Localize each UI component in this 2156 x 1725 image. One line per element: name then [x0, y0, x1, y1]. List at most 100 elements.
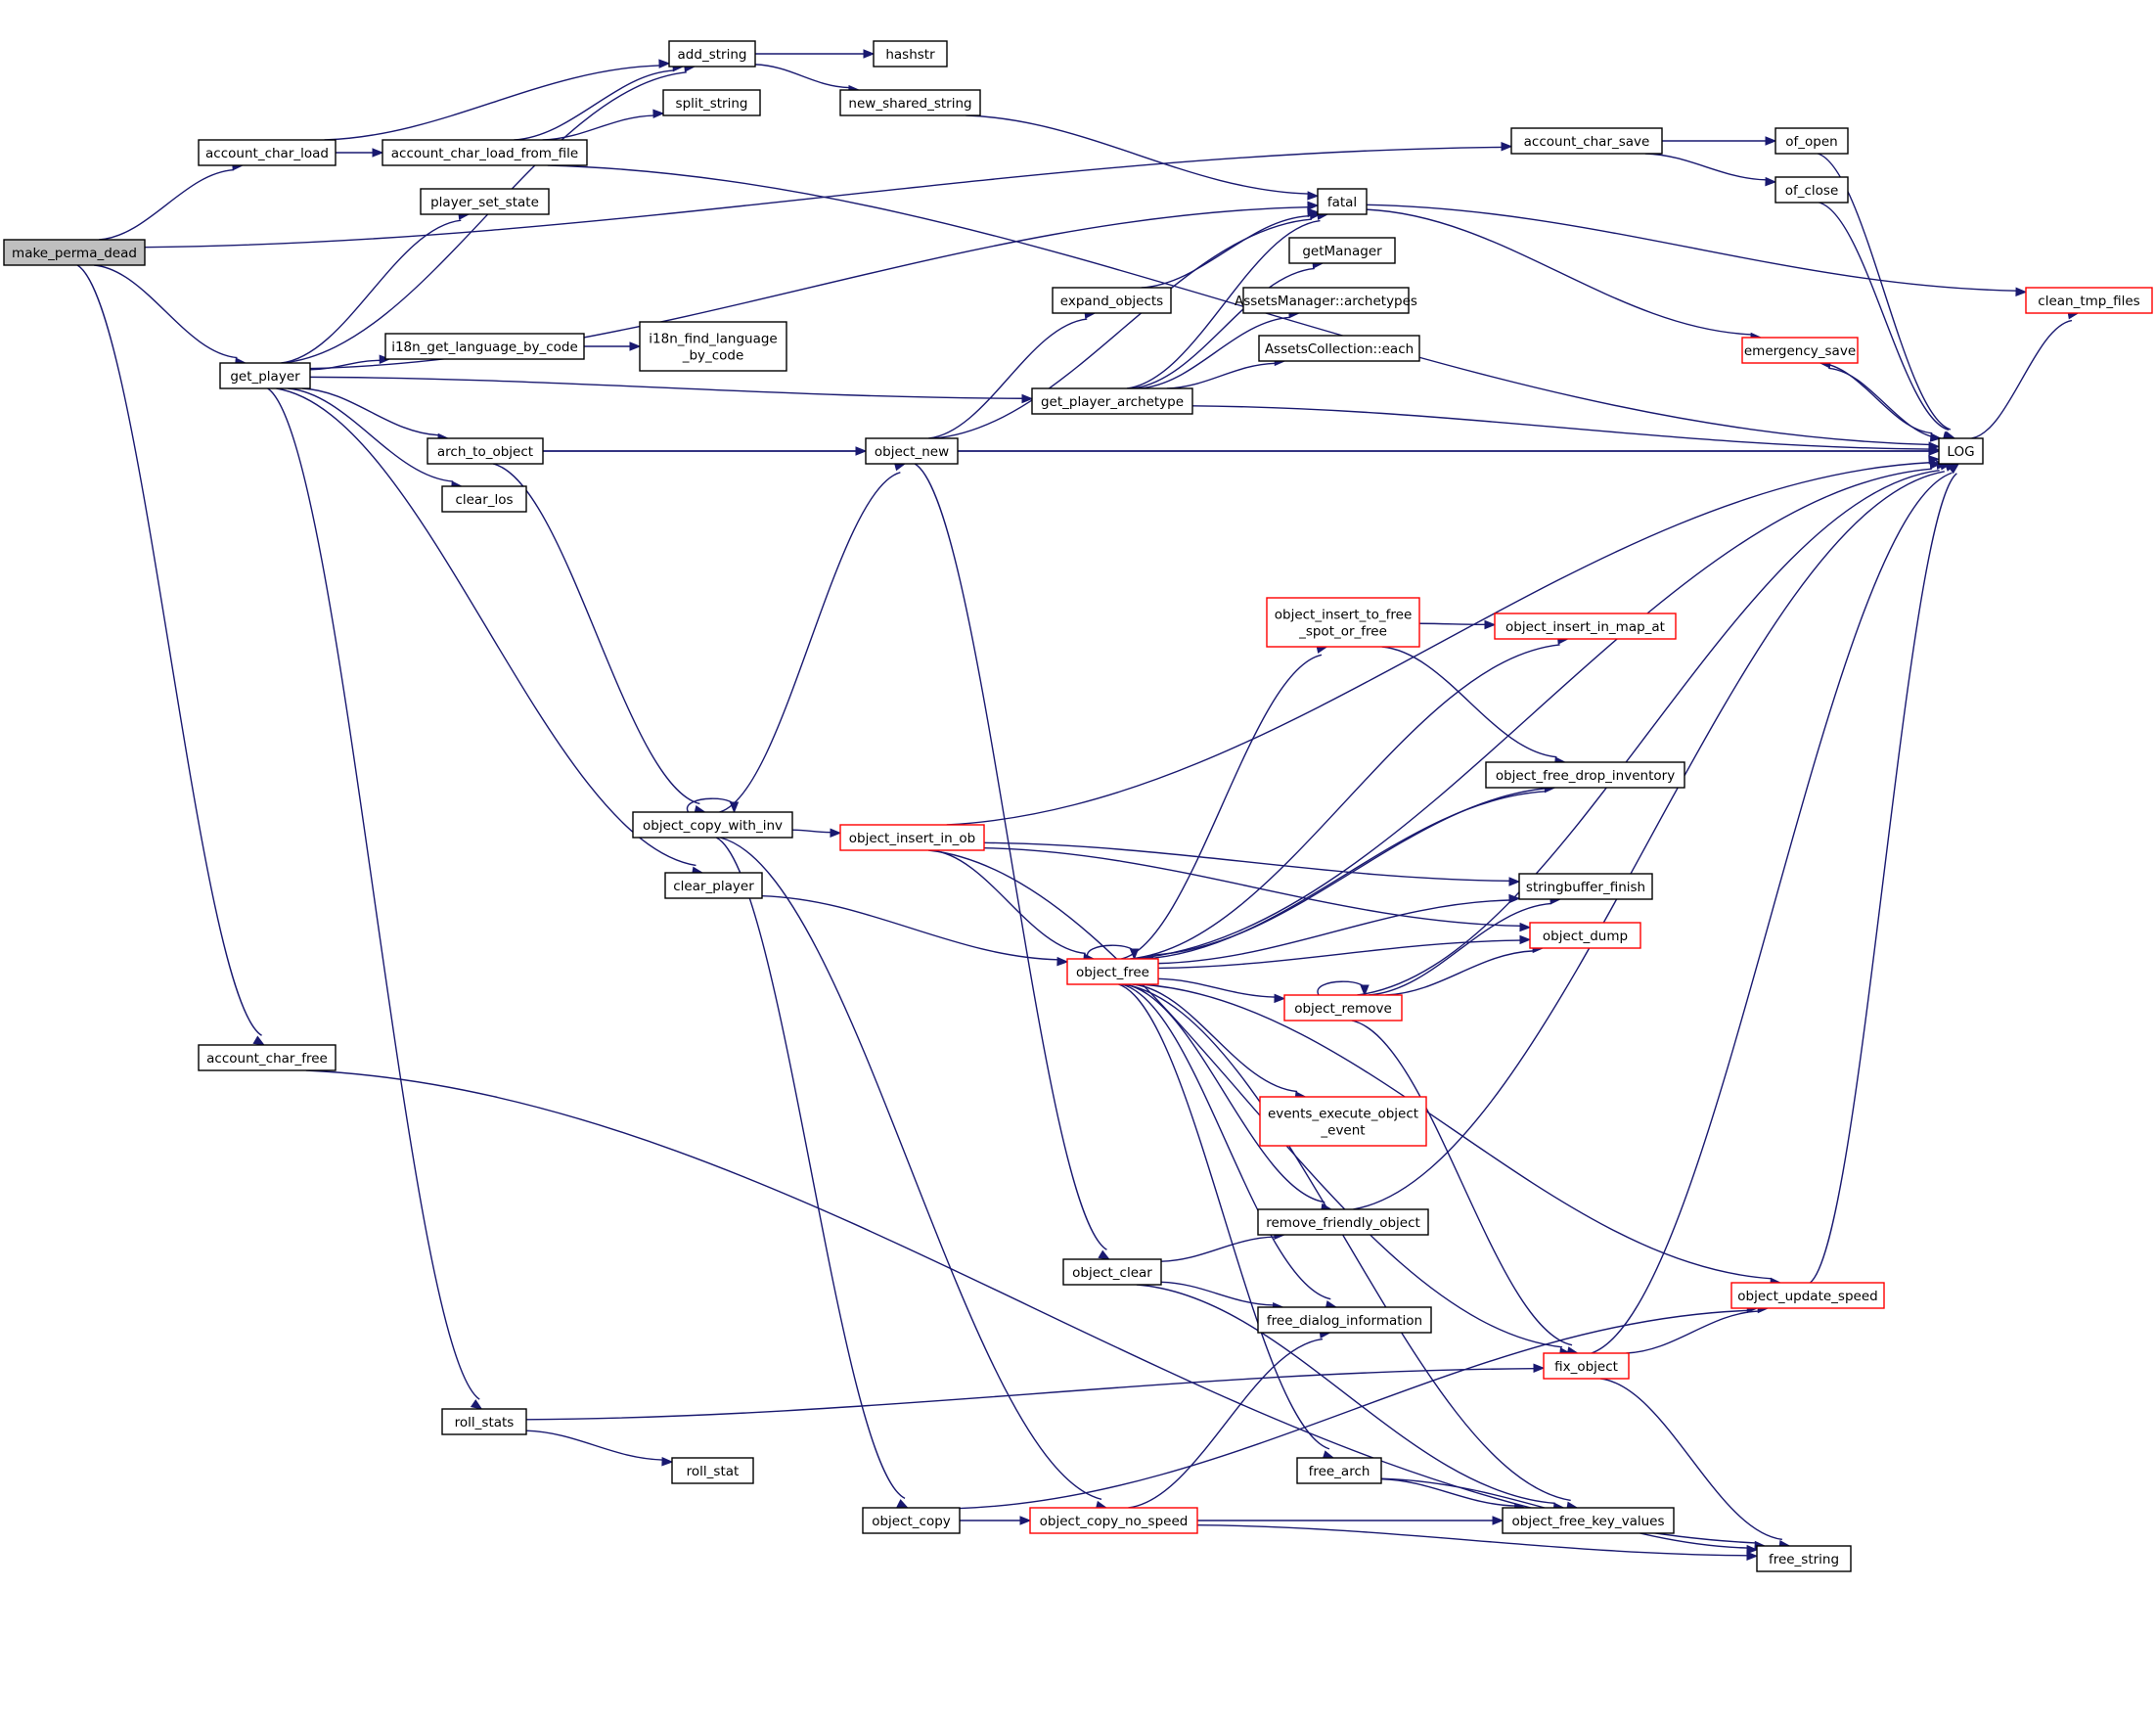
node-remove-friendly-object[interactable]: remove_friendly_object	[1257, 1208, 1429, 1236]
node-box[interactable]	[198, 1044, 337, 1071]
node-box[interactable]	[668, 40, 756, 68]
node-box[interactable]	[865, 437, 959, 465]
node-assetsmanager-archetypes[interactable]: AssetsManager::archetypes	[1235, 287, 1417, 314]
node-box[interactable]	[441, 1408, 527, 1435]
node-box[interactable]	[1485, 761, 1685, 789]
node-add-string[interactable]: add_string	[668, 40, 756, 68]
node-box[interactable]	[384, 333, 585, 360]
node-emergency-save[interactable]: emergency_save	[1741, 337, 1859, 364]
node-box[interactable]	[1283, 994, 1403, 1021]
node-object-copy[interactable]: object_copy	[862, 1507, 961, 1534]
node-box[interactable]	[427, 437, 544, 465]
node-of-close[interactable]: of_close	[1774, 176, 1849, 204]
node-box[interactable]	[1741, 337, 1859, 364]
node-object-insert-in-ob[interactable]: object_insert_in_ob	[839, 824, 985, 851]
node-free-dialog-information[interactable]: free_dialog_information	[1257, 1306, 1432, 1334]
node-box[interactable]	[1938, 437, 1984, 465]
node-box[interactable]	[1066, 958, 1159, 985]
node-events-execute-object-event[interactable]: events_execute_object_event	[1259, 1096, 1427, 1147]
node-box[interactable]	[1052, 287, 1172, 314]
node-object-new[interactable]: object_new	[865, 437, 959, 465]
node-clean-tmp-files[interactable]: clean_tmp_files	[2025, 287, 2153, 314]
node-box[interactable]	[1266, 597, 1420, 648]
node-box[interactable]	[441, 485, 527, 513]
node-object-clear[interactable]: object_clear	[1062, 1258, 1162, 1286]
node-i18n-get-language-by-code[interactable]: i18n_get_language_by_code	[384, 333, 585, 360]
node-expand-objects[interactable]: expand_objects	[1052, 287, 1172, 314]
node-box[interactable]	[1288, 237, 1396, 264]
node-player-set-state[interactable]: player_set_state	[420, 188, 550, 215]
node-free-arch[interactable]: free_arch	[1296, 1457, 1382, 1484]
node-box[interactable]	[1518, 873, 1653, 900]
node-box[interactable]	[873, 40, 948, 68]
node-object-remove[interactable]: object_remove	[1283, 994, 1403, 1021]
node-box[interactable]	[1510, 127, 1663, 155]
node-box[interactable]	[839, 89, 981, 116]
node-object-copy-no-speed[interactable]: object_copy_no_speed	[1029, 1507, 1198, 1534]
node-box[interactable]	[1257, 1306, 1432, 1334]
node-hashstr[interactable]: hashstr	[873, 40, 948, 68]
node-get-player[interactable]: get_player	[219, 362, 311, 389]
node-box[interactable]	[632, 811, 793, 839]
node-box[interactable]	[1774, 127, 1849, 155]
node-assetscollection-each[interactable]: AssetsCollection::each	[1258, 335, 1420, 362]
node-clear-player[interactable]: clear_player	[664, 872, 763, 899]
node-make-perma-dead[interactable]: make_perma_dead	[3, 239, 146, 266]
node-object-dump[interactable]: object_dump	[1529, 922, 1641, 949]
node-fatal[interactable]: fatal	[1317, 188, 1368, 215]
node-object-insert-in-map-at[interactable]: object_insert_in_map_at	[1494, 613, 1677, 640]
node-stringbuffer-finish[interactable]: stringbuffer_finish	[1518, 873, 1653, 900]
node-box[interactable]	[1029, 1507, 1198, 1534]
node-object-update-speed[interactable]: object_update_speed	[1730, 1282, 1885, 1309]
node-account-char-save[interactable]: account_char_save	[1510, 127, 1663, 155]
node-box[interactable]	[219, 362, 311, 389]
node-object-free[interactable]: object_free	[1066, 958, 1159, 985]
node-box[interactable]	[1730, 1282, 1885, 1309]
node-account-char-load[interactable]: account_char_load	[198, 139, 337, 166]
node-box[interactable]	[3, 239, 146, 266]
node-box[interactable]	[1317, 188, 1368, 215]
node-box[interactable]	[839, 824, 985, 851]
node-object-free-key-values[interactable]: object_free_key_values	[1502, 1507, 1675, 1534]
node-split-string[interactable]: split_string	[662, 89, 761, 116]
node-account-char-load-from-file[interactable]: account_char_load_from_file	[382, 139, 588, 166]
node-box[interactable]	[1502, 1507, 1675, 1534]
node-box[interactable]	[1494, 613, 1677, 640]
node-arch-to-object[interactable]: arch_to_object	[427, 437, 544, 465]
node-object-free-drop-inventory[interactable]: object_free_drop_inventory	[1485, 761, 1685, 789]
node-box[interactable]	[2025, 287, 2153, 314]
node-box[interactable]	[1031, 387, 1193, 415]
node-roll-stat[interactable]: roll_stat	[671, 1457, 754, 1484]
node-account-char-free[interactable]: account_char_free	[198, 1044, 337, 1071]
node-box[interactable]	[1258, 335, 1420, 362]
node-box[interactable]	[662, 89, 761, 116]
node-i18n-find-language-by-code[interactable]: i18n_find_language_by_code	[639, 321, 787, 372]
node-getmanager[interactable]: getManager	[1288, 237, 1396, 264]
node-box[interactable]	[420, 188, 550, 215]
node-new-shared-string[interactable]: new_shared_string	[839, 89, 981, 116]
node-roll-stats[interactable]: roll_stats	[441, 1408, 527, 1435]
node-box[interactable]	[1259, 1096, 1427, 1147]
node-fix-object[interactable]: fix_object	[1543, 1352, 1630, 1380]
node-box[interactable]	[862, 1507, 961, 1534]
node-box[interactable]	[1543, 1352, 1630, 1380]
node-box[interactable]	[1529, 922, 1641, 949]
node-log[interactable]: LOG	[1938, 437, 1984, 465]
node-box[interactable]	[1296, 1457, 1382, 1484]
node-box[interactable]	[664, 872, 763, 899]
node-box[interactable]	[1242, 287, 1410, 314]
node-box[interactable]	[671, 1457, 754, 1484]
node-box[interactable]	[1774, 176, 1849, 204]
node-clear-los[interactable]: clear_los	[441, 485, 527, 513]
node-of-open[interactable]: of_open	[1774, 127, 1849, 155]
node-object-copy-with-inv[interactable]: object_copy_with_inv	[632, 811, 793, 839]
node-box[interactable]	[1756, 1545, 1852, 1572]
node-object-insert-to-free-spot-or-free[interactable]: object_insert_to_free_spot_or_free	[1266, 597, 1420, 648]
node-box[interactable]	[1257, 1208, 1429, 1236]
node-box[interactable]	[639, 321, 787, 372]
node-box[interactable]	[1062, 1258, 1162, 1286]
node-box[interactable]	[382, 139, 588, 166]
node-free-string[interactable]: free_string	[1756, 1545, 1852, 1572]
node-box[interactable]	[198, 139, 337, 166]
node-get-player-archetype[interactable]: get_player_archetype	[1031, 387, 1193, 415]
